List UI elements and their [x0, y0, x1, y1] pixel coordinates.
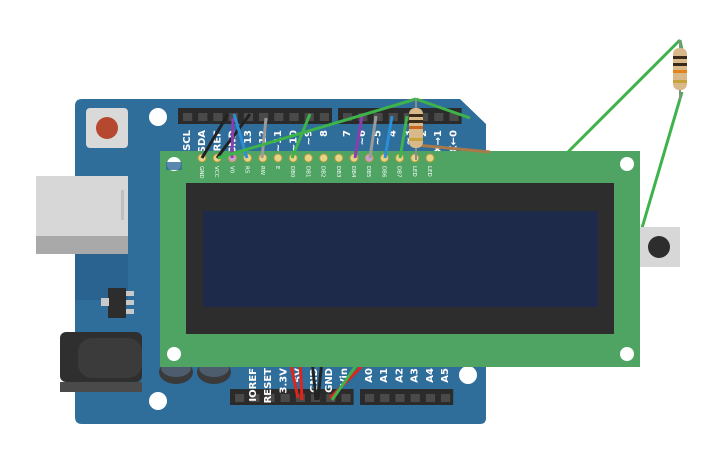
pin-label: A0: [364, 368, 375, 383]
pin-label: RX←0: [448, 130, 459, 161]
pin-label: 3.3V: [278, 368, 289, 394]
lcd-mount-hole: [620, 347, 634, 361]
header-socket[interactable]: [289, 113, 299, 121]
header-socket[interactable]: [235, 394, 245, 402]
pin-label: ~3: [403, 130, 414, 145]
pin-label: RESET: [263, 368, 274, 404]
pin-label: A4: [425, 368, 436, 383]
pin-label: ~6: [357, 130, 368, 145]
header-socket[interactable]: [441, 394, 451, 402]
header-socket[interactable]: [449, 113, 459, 121]
digital-header-left[interactable]: [178, 108, 332, 124]
lcd-mount-hole: [167, 347, 181, 361]
lcd-pin-label: DB7: [396, 166, 402, 178]
pin-label: 4: [388, 130, 399, 137]
header-socket[interactable]: [183, 113, 193, 121]
lcd-backlight-resistor[interactable]: [409, 99, 423, 160]
header-socket[interactable]: [250, 394, 260, 402]
lcd-pin-label: LED: [411, 166, 417, 177]
analog-header[interactable]: [360, 389, 454, 405]
header-socket[interactable]: [259, 113, 269, 121]
lcd-pin-label: DB0: [289, 166, 295, 178]
header-socket[interactable]: [425, 394, 435, 402]
pin-label: 8: [319, 130, 330, 137]
lcd-pin-label: RW: [259, 166, 265, 176]
pin-label: GND: [324, 368, 335, 393]
lcd-pin[interactable]: [425, 153, 435, 163]
power-jack[interactable]: [60, 332, 142, 392]
reset-button[interactable]: [86, 108, 128, 148]
pin-label: TX→1: [433, 130, 444, 160]
pin-label: 5V: [294, 368, 305, 383]
lcd-pin[interactable]: [410, 153, 420, 163]
header-socket[interactable]: [395, 394, 405, 402]
lcd-pin-label: GND: [198, 166, 204, 179]
pin-label: ~10: [288, 130, 299, 152]
header-socket[interactable]: [403, 113, 413, 121]
header-socket[interactable]: [319, 113, 329, 121]
lcd-pin-label: DB1: [304, 166, 310, 178]
pin-label: A1: [379, 368, 390, 383]
header-socket[interactable]: [373, 113, 383, 121]
pin-label: A5: [440, 368, 451, 383]
lcd-module[interactable]: [160, 151, 640, 367]
header-socket[interactable]: [274, 113, 284, 121]
lcd-pin-label: DB6: [380, 166, 386, 178]
pin-label: 13: [243, 130, 254, 144]
lcd-pin-labels: GND VCC V0 RS RW E DB0 DB1 DB2 DB3 DB4 DB5 DB6 DB7 LED…: [198, 166, 432, 179]
lcd-mount-hole: [620, 157, 634, 171]
voltage-regulator: [101, 288, 134, 318]
pin-label: IOREF: [248, 368, 259, 402]
lcd-pin-label: LED: [426, 166, 432, 177]
pin-label: 7: [342, 130, 353, 137]
pushbutton[interactable]: [640, 227, 680, 267]
lcd-pin-label: RS: [244, 166, 250, 174]
header-socket[interactable]: [343, 113, 353, 121]
lcd-screen: [203, 211, 598, 307]
lcd-pin[interactable]: [334, 153, 344, 163]
mounting-hole: [149, 108, 167, 126]
header-socket[interactable]: [365, 394, 375, 402]
pin-label: AREF: [212, 130, 223, 159]
lcd-pin[interactable]: [273, 153, 283, 163]
header-socket[interactable]: [228, 113, 238, 121]
lcd-pin-label: V0: [228, 166, 234, 174]
lcd-pin-label: VCC: [213, 166, 219, 178]
header-socket[interactable]: [198, 113, 208, 121]
pin-label: A2: [394, 368, 405, 383]
lcd-pin-label: DB4: [350, 166, 356, 178]
header-socket[interactable]: [213, 113, 223, 121]
lcd-pin[interactable]: [303, 153, 313, 163]
header-socket[interactable]: [410, 394, 420, 402]
lcd-pin-label: E: [274, 166, 280, 170]
lcd-pin-label: DB5: [365, 166, 371, 178]
lcd-pin-label: DB2: [320, 166, 326, 178]
pin-label: ~5: [372, 130, 383, 145]
mounting-hole: [459, 366, 477, 384]
pin-label: ~9: [304, 130, 315, 145]
header-socket[interactable]: [341, 394, 351, 402]
lcd-pin[interactable]: [319, 153, 329, 163]
header-socket[interactable]: [419, 113, 429, 121]
lcd-pin-label: DB3: [335, 166, 341, 178]
header-socket[interactable]: [434, 113, 444, 121]
pin-label: SCL: [182, 129, 193, 151]
usb-port[interactable]: [36, 176, 128, 254]
header-socket[interactable]: [265, 394, 275, 402]
pin-label: 2: [418, 130, 429, 137]
header-socket[interactable]: [280, 394, 290, 402]
pull-down-resistor[interactable]: [673, 40, 687, 100]
header-socket[interactable]: [380, 394, 390, 402]
mounting-hole: [149, 392, 167, 410]
pin-label: Vin: [339, 368, 350, 386]
pin-label: SDA: [197, 130, 208, 154]
pin-label: A3: [410, 368, 421, 383]
